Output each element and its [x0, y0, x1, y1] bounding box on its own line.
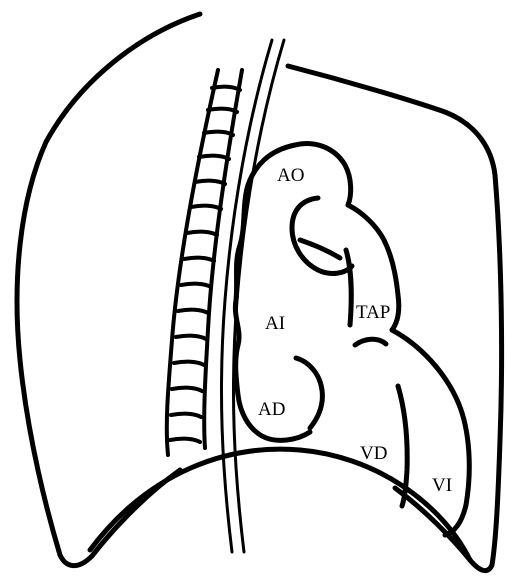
aorta-descending: [300, 240, 340, 258]
pulmonary-trunk-inner: [346, 250, 351, 325]
label-ao: AO: [277, 165, 304, 186]
label-vi: VI: [432, 475, 452, 496]
left-lung-outline: [17, 14, 200, 566]
spine-left-edge: [167, 70, 218, 455]
right-atrium-curve: [296, 358, 322, 428]
label-tap: TAP: [356, 302, 390, 323]
ventricle-apex-line: [355, 339, 386, 345]
aorta-inner-curve: [292, 198, 352, 273]
label-vd: VD: [360, 443, 387, 464]
heart-left-border: [235, 145, 310, 440]
tube-right-line: [233, 40, 284, 552]
label-ad: AD: [258, 399, 285, 420]
label-ai: AI: [265, 313, 285, 334]
